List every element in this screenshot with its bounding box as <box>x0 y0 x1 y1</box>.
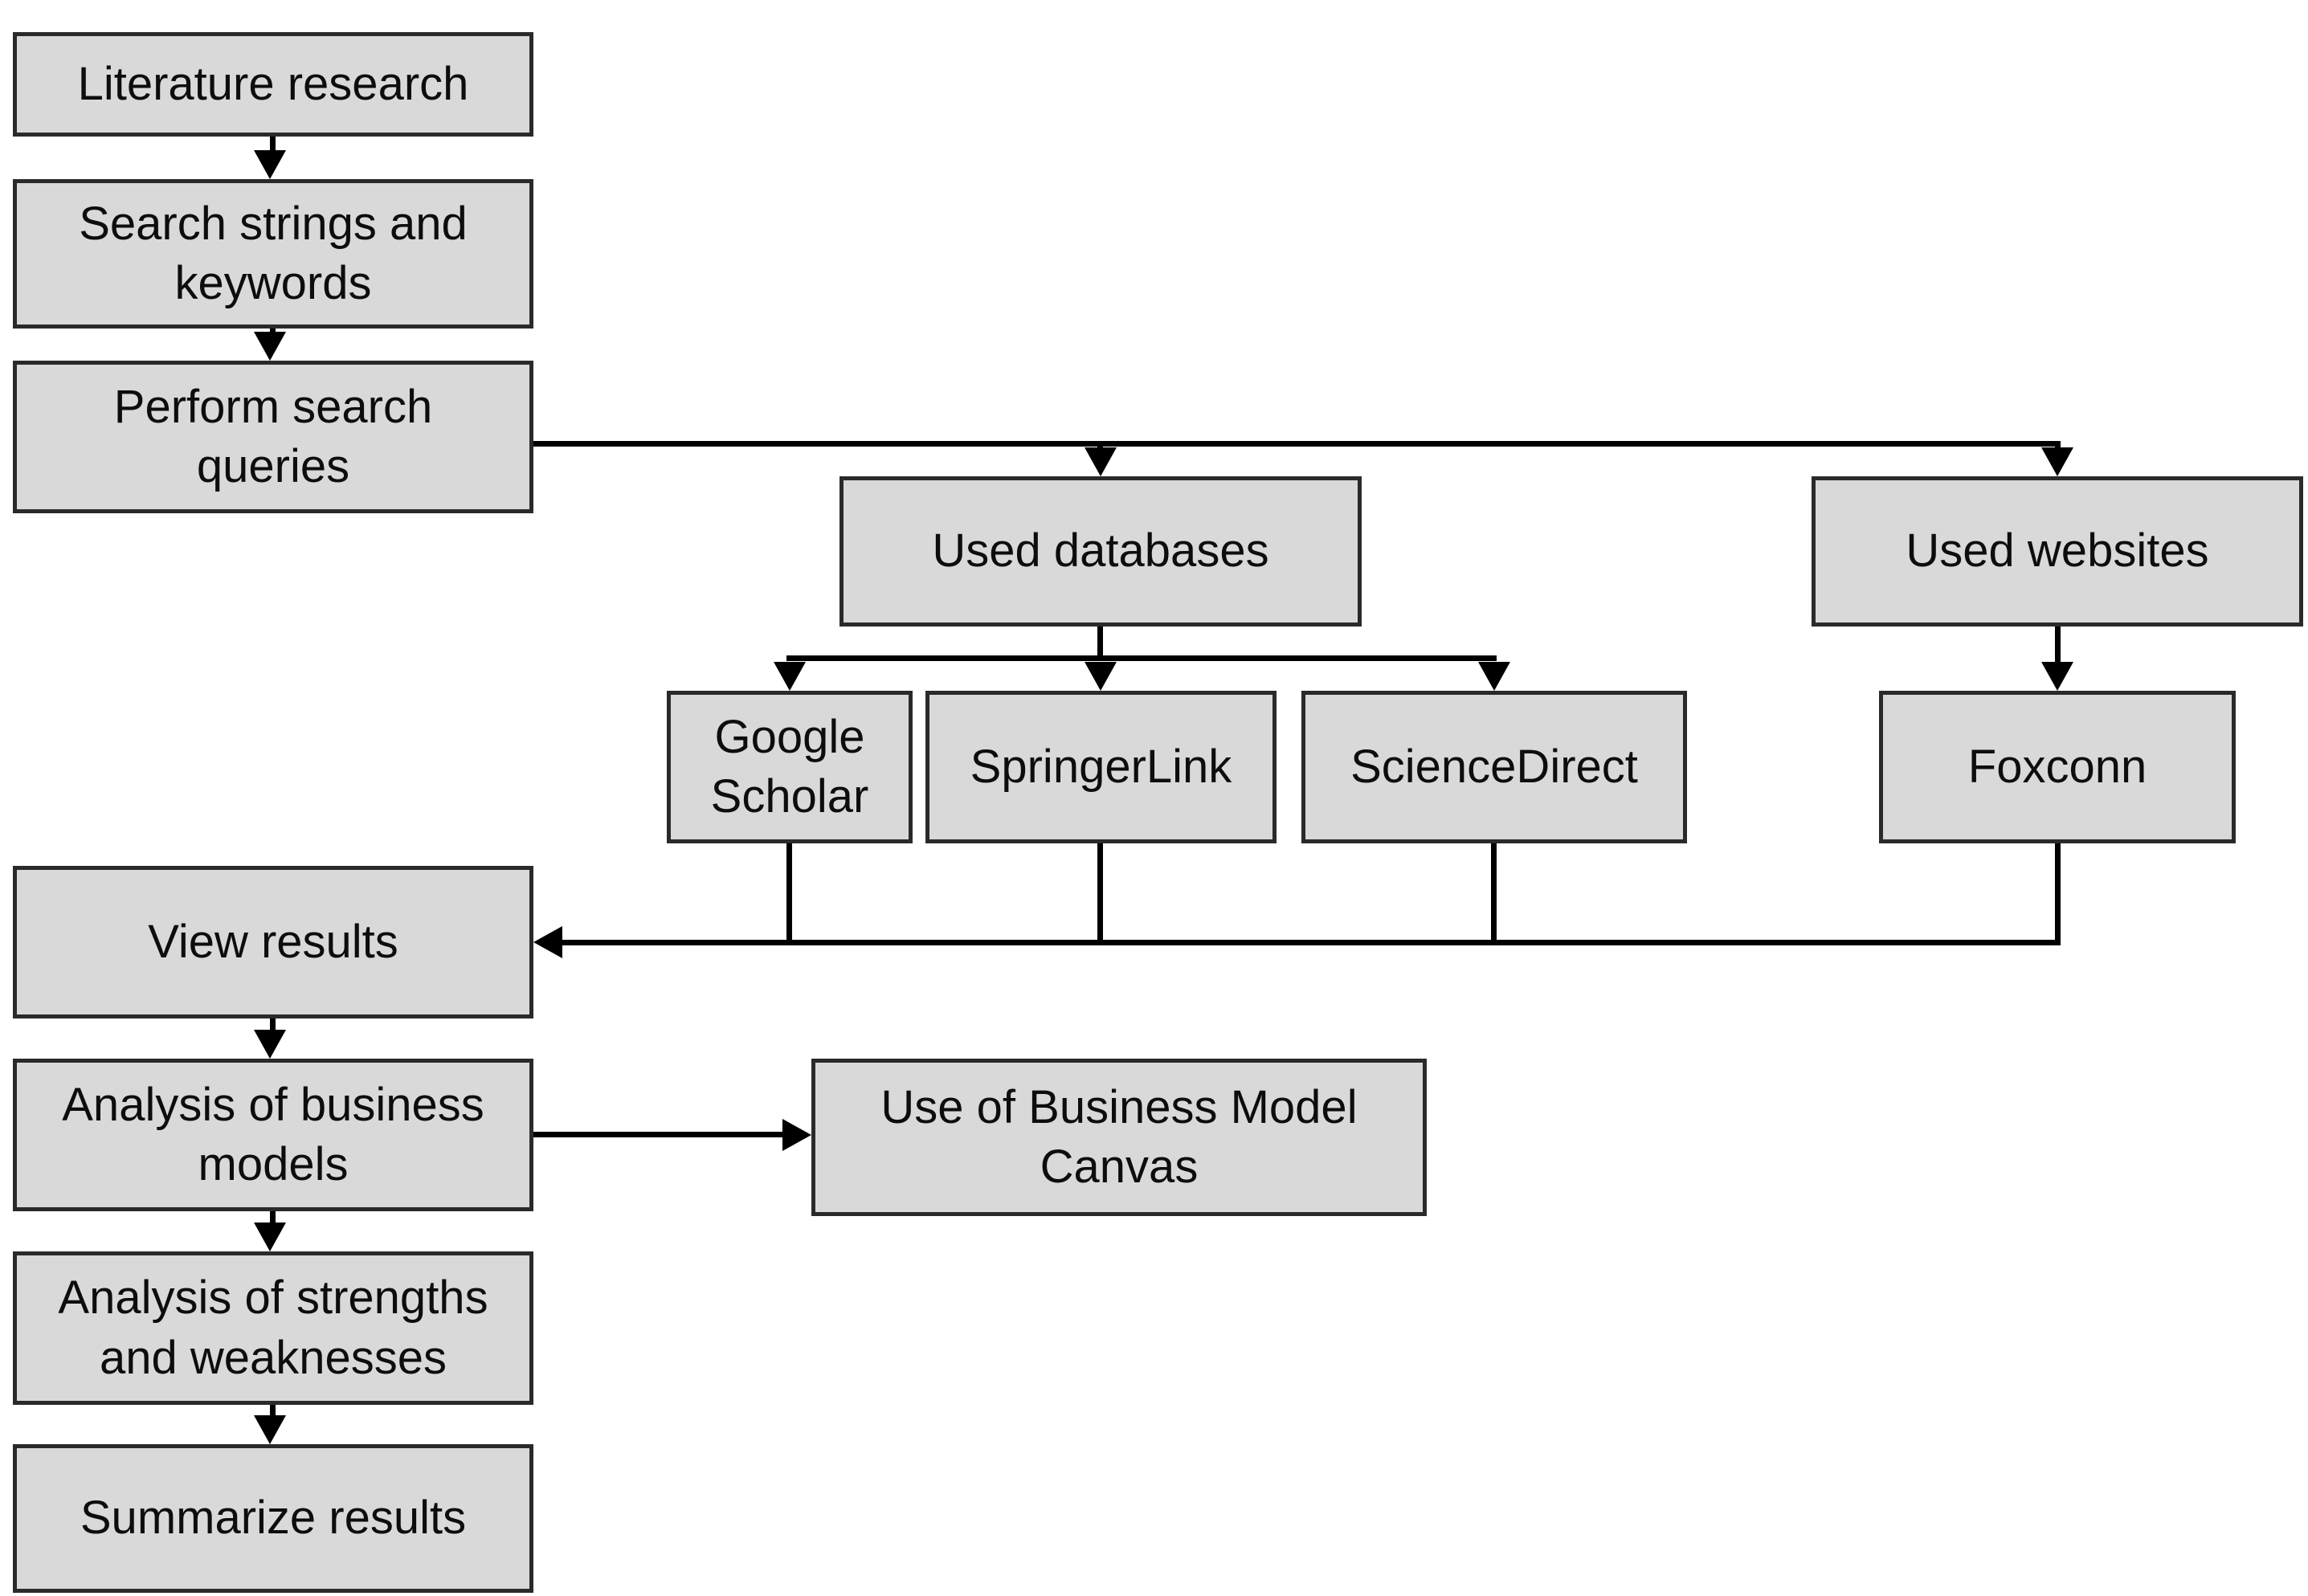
node-springerlink: SpringerLink <box>925 691 1277 843</box>
node-used-websites: Used websites <box>1812 476 2303 627</box>
edge-sciencedirect-down-line <box>1491 843 1497 945</box>
node-label-literature-research: Literature research <box>77 57 469 110</box>
node-label-view-results: View results <box>148 915 398 968</box>
edge-used-databases-splitter-line <box>786 655 1497 661</box>
node-label-sciencedirect: ScienceDirect <box>1350 740 1638 793</box>
node-perform-search-queries: Perform search queries <box>13 361 533 513</box>
edge-viewresults-to-analysisbusiness-line <box>270 1018 276 1031</box>
edge-branch-to-used-websites-arrowhead <box>2041 447 2073 476</box>
edge-literature-to-search-line <box>270 137 276 153</box>
node-label-analysis-business-models: Analysis of business models <box>62 1078 484 1190</box>
node-label-search-strings-keywords: Search strings and keywords <box>79 197 468 309</box>
edge-analysisbusiness-to-strengths-line <box>270 1211 276 1224</box>
node-used-databases: Used databases <box>839 476 1362 627</box>
edge-foxconn-down-line <box>2055 843 2061 945</box>
edge-analysisbusiness-to-bmc-line <box>533 1132 782 1137</box>
edge-collector-to-view-results-arrowhead <box>533 926 562 958</box>
edge-strengths-to-summarize-line <box>270 1405 276 1415</box>
node-analysis-business-models: Analysis of business models <box>13 1059 533 1211</box>
node-foxconn: Foxconn <box>1879 691 2236 843</box>
edge-strengths-to-summarize-arrowhead <box>254 1415 286 1444</box>
node-analysis-strengths-weaknesses: Analysis of strengths and weaknesses <box>13 1251 533 1405</box>
edge-used-websites-to-foxconn-arrowhead <box>2041 662 2073 691</box>
node-label-google-scholar: Google Scholar <box>710 710 869 822</box>
edge-perform-branch-horizontal-line <box>533 441 2061 447</box>
node-sciencedirect: ScienceDirect <box>1301 691 1687 843</box>
edge-branch-to-used-websites-stub <box>2055 441 2061 451</box>
node-summarize-results: Summarize results <box>13 1444 533 1593</box>
node-label-perform-search-queries: Perform search queries <box>113 380 433 492</box>
edge-branch-to-used-databases-arrowhead <box>1085 447 1117 476</box>
node-google-scholar: Google Scholar <box>667 691 913 843</box>
node-use-of-business-model-canvas: Use of Business Model Canvas <box>811 1059 1427 1216</box>
node-label-springerlink: SpringerLink <box>970 740 1232 793</box>
node-label-summarize-results: Summarize results <box>80 1492 467 1545</box>
edge-springerlink-down-line <box>1097 843 1103 945</box>
edge-google-scholar-down-line <box>786 843 792 945</box>
edge-analysisbusiness-to-strengths-arrowhead <box>254 1223 286 1251</box>
edge-viewresults-to-analysisbusiness-arrowhead <box>254 1030 286 1059</box>
node-view-results: View results <box>13 866 533 1018</box>
node-search-strings-keywords: Search strings and keywords <box>13 179 533 329</box>
edge-literature-to-search-arrowhead <box>254 150 286 179</box>
edge-splitter-to-google-scholar-arrowhead <box>774 662 806 691</box>
node-label-used-websites: Used websites <box>1906 525 2209 578</box>
node-label-foxconn: Foxconn <box>1967 740 2147 793</box>
node-label-use-of-business-model-canvas: Use of Business Model Canvas <box>880 1080 1358 1193</box>
edge-collector-horizontal-line <box>562 940 2061 945</box>
node-label-used-databases: Used databases <box>932 525 1269 578</box>
edge-analysisbusiness-to-bmc-arrowhead <box>782 1119 811 1151</box>
node-literature-research: Literature research <box>13 32 533 137</box>
edge-search-to-perform-arrowhead <box>254 332 286 361</box>
edge-used-websites-to-foxconn-line <box>2055 627 2061 662</box>
edge-used-databases-down-stub <box>1097 627 1103 661</box>
edge-splitter-to-sciencedirect-arrowhead <box>1478 662 1510 691</box>
node-label-analysis-strengths-weaknesses: Analysis of strengths and weaknesses <box>58 1271 488 1384</box>
edge-splitter-to-springerlink-arrowhead <box>1085 662 1117 691</box>
